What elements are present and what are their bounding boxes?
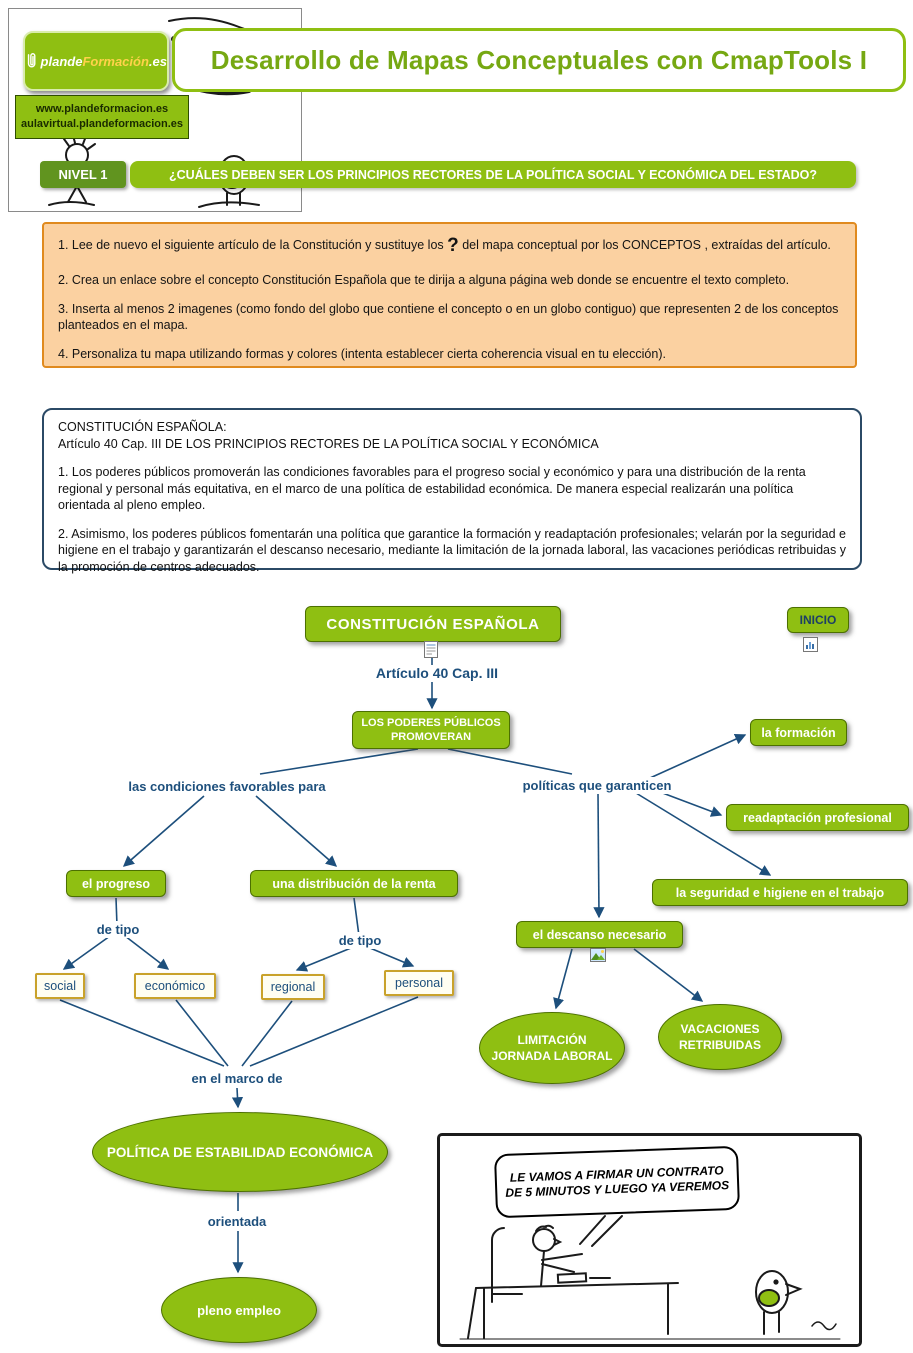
image-resource-icon-descanso[interactable] (590, 948, 606, 962)
node-politica-estabilidad: POLÍTICA DE ESTABILIDAD ECONÓMICA (92, 1112, 388, 1192)
link-label-en-el-marco-de: en el marco de (183, 1070, 291, 1087)
node-regional: regional (261, 974, 325, 1000)
site-url-aula: aulavirtual.plandeformacion.es (21, 118, 183, 130)
resource-link-icon-inicio[interactable] (803, 637, 818, 652)
node-descanso-necesario: el descanso necesario (516, 921, 683, 948)
link-label-de-tipo-1: de tipo (90, 921, 146, 938)
big-question-mark: ? (447, 235, 459, 256)
paperclip-icon (27, 52, 36, 67)
article-subtitle: Artículo 40 Cap. III DE LOS PRINCIPIOS R… (58, 436, 599, 451)
node-pleno-empleo: pleno empleo (161, 1277, 317, 1343)
question-bar: ¿CUÁLES DEBEN SER LOS PRINCIPIOS RECTORE… (130, 161, 856, 188)
node-limitacion-jornada: LIMITACIÓN JORNADA LABORAL (479, 1012, 625, 1084)
instructions-box: 1. Lee de nuevo el siguiente artículo de… (42, 222, 857, 368)
link-label-condiciones: las condiciones favorables para (112, 778, 342, 795)
site-urls: www.plandeformacion.es aulavirtual.pland… (15, 95, 189, 139)
instruction-item-1: 1. Lee de nuevo el siguiente artículo de… (58, 235, 831, 256)
node-vacaciones-retribuidas: VACACIONES RETRIBUIDAS (658, 1004, 782, 1070)
level-badge: NIVEL 1 (40, 161, 126, 188)
node-seguridad-higiene: la seguridad e higiene en el trabajo (652, 879, 908, 906)
instruction-item-4: 4. Personaliza tu mapa utilizando formas… (58, 347, 666, 362)
logo-text: plandeFormación.es (40, 53, 167, 69)
site-url-main: www.plandeformacion.es (35, 103, 169, 116)
comic-panel-bottom: LE VAMOS A FIRMAR UN CONTRATO DE 5 MINUT… (437, 1133, 862, 1347)
node-poderes-publicos: LOS PODERES PÚBLICOS PROMOVERAN (352, 711, 510, 749)
link-label-politicas: políticas que garanticen (511, 777, 683, 794)
comic-art-bottom-drawing (459, 1215, 841, 1340)
link-label-orientada: orientada (201, 1213, 273, 1230)
inicio-button[interactable]: INICIO (787, 607, 849, 633)
instruction-item-3: 3. Inserta al menos 2 imagenes (como fon… (58, 301, 839, 333)
document-title-box: Desarrollo de Mapas Conceptuales con Cma… (172, 28, 906, 92)
page-title: Desarrollo de Mapas Conceptuales con Cma… (210, 44, 868, 75)
node-readaptacion-profesional: readaptación profesional (726, 804, 909, 831)
node-distribucion-renta: una distribución de la renta (250, 870, 458, 897)
node-economico: económico (134, 973, 216, 999)
article-box: CONSTITUCIÓN ESPAÑOLA: Artículo 40 Cap. … (42, 408, 862, 574)
article-paragraph-1: 1. Los poderes públicos promoverán las c… (58, 465, 806, 512)
node-social: social (35, 973, 85, 999)
node-constitucion-espanola: CONSTITUCIÓN ESPAÑOLA (305, 606, 561, 642)
link-label-articulo-40: Artículo 40 Cap. III (357, 665, 517, 682)
comic-speech-bubble: LE VAMOS A FIRMAR UN CONTRATO DE 5 MINUT… (493, 1145, 741, 1219)
plandeformacion-logo: plandeFormación.es (23, 31, 169, 91)
resource-link-icon-constitucion[interactable] (424, 641, 438, 658)
article-paragraph-2: 2. Asimismo, los poderes públicos foment… (58, 526, 846, 574)
node-personal: personal (384, 970, 454, 996)
node-la-formacion: la formación (750, 719, 847, 746)
instruction-item-2: 2. Crea un enlace sobre el concepto Cons… (58, 272, 790, 287)
link-label-de-tipo-2: de tipo (332, 932, 388, 949)
node-el-progreso: el progreso (66, 870, 166, 897)
article-title: CONSTITUCIÓN ESPAÑOLA: (58, 420, 227, 434)
